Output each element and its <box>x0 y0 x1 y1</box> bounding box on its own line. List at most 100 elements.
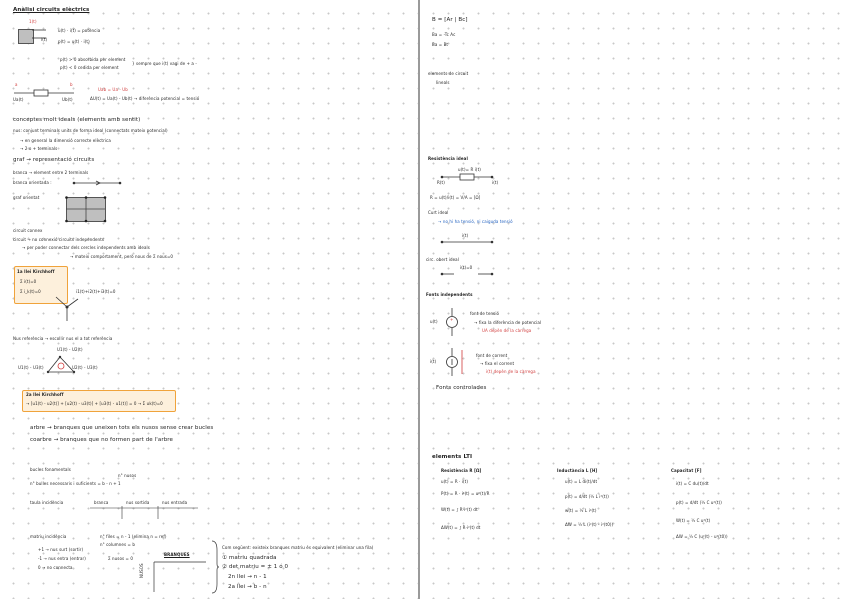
col1-row-3: W(t) = ∫ R·i²(t) dt <box>441 507 478 512</box>
kcl-eq-2: Σ i_k(t)=0 <box>20 289 41 294</box>
power-brace: } sempre que i(t) vagi de + a - <box>132 61 197 66</box>
resistor-sketch <box>14 89 74 97</box>
resist-eq-2: R = u(t)/i(t) = V/A = [Ω] <box>430 195 481 200</box>
right-note-1: Com següent: existeix branques matriu és… <box>222 545 374 550</box>
graph-grid-lines <box>65 196 107 223</box>
obert-label: i(t)=0 <box>460 265 473 270</box>
fonts-title: Fonts independents <box>426 292 473 297</box>
kcl-title: 1a llei Kirchhoff <box>17 269 55 274</box>
right-note-2: ① matriu quadrada <box>222 555 277 561</box>
col3-row-4: ΔW = ½ C (u²(t) - u²(t0)) <box>676 534 728 539</box>
nusos-sum: Σ nusos = 0 <box>108 556 134 561</box>
kvl-box <box>22 390 176 412</box>
font-corrent-1: font de corrent <box>476 353 508 358</box>
kvl-title: 2a llei Kirchhoff <box>26 392 64 397</box>
elements-title: elements de circuit <box>428 71 469 76</box>
uab-eq: Uab = Ua - Ub <box>98 87 128 92</box>
font-tensio-2: → fixa la diferència de potencial <box>474 320 542 325</box>
right-note-5: 2a llei → b - n <box>228 584 267 590</box>
ut-label: u(t) <box>430 319 438 324</box>
mesh-label-top: U1(t) - U2(t) <box>57 347 83 352</box>
coarbre-line: coarbre → branques que no formen part de… <box>30 437 174 443</box>
current-source-symbol <box>446 348 463 376</box>
bucles-line: n° bulles necessaris i suficients = b - … <box>30 481 121 486</box>
col3-title: Capacitat [F] <box>671 468 702 473</box>
resist-title: Resistència ideal <box>428 156 468 161</box>
power-line-4: p(t) < 0 cedida per element <box>60 65 119 70</box>
col2-row-3: w(t) = ½ L i²(t) <box>565 508 597 513</box>
right-note-4: 2n llei → n - 1 <box>228 574 267 580</box>
ub-label: Ub(t) <box>62 97 73 102</box>
voltage-source-symbol: + <box>446 308 458 336</box>
matrix-axes <box>153 561 206 592</box>
font-corrent-3: i(t) depèn de la càrrega <box>486 369 536 374</box>
incidence-table-lines <box>90 506 198 519</box>
col2-row-2: p(t) = d/dt (½ L i²(t)) <box>565 494 609 499</box>
component-leads <box>32 29 46 39</box>
taula-col-branca: branca <box>94 500 109 505</box>
concepts-line: conceptes molt ideals (elements amb sent… <box>13 117 141 123</box>
branques-header: BRANQUES <box>164 552 190 557</box>
matriu-cols: n° columnes = b <box>100 542 136 547</box>
connex-line-2: → per poder connectar dels cercles indep… <box>22 245 150 250</box>
curt-title: Curt ideal <box>428 210 449 215</box>
elements-sub: lineals <box>436 80 450 85</box>
page-divider <box>418 0 420 599</box>
curt-note: → no hi ha tensió, ni caiguda tensió <box>438 219 513 224</box>
branca-orient-line: branca orientada : <box>13 180 52 185</box>
kvl-eq: → [u1(t) - u2(t)] + [u2(t) - u3(t)] + [u… <box>26 401 163 406</box>
svg-text:+: + <box>450 317 453 322</box>
nus-line-2: → en general la dimensió correcte elèctr… <box>20 138 111 143</box>
fonts-controlades: Fonts controlades <box>436 385 487 391</box>
curt-label: i(t) <box>462 233 469 238</box>
connex-line-3: → mateix comportament, però nous de Σ no… <box>70 254 174 259</box>
graf-orientat-label: graf orientat <box>13 195 40 200</box>
elements-lti-title: elements LTI <box>432 454 473 460</box>
matriu-rows: n° files = n - 1 (elimina n = ref) <box>100 534 167 539</box>
right-note-3: ② det matriu = ± 1 ó 0 <box>222 564 289 570</box>
power-line-2: p(t) = u(t) · i(t) <box>58 39 90 44</box>
big-brace <box>211 540 220 594</box>
col1-row-4: ΔW(t) = ∫ R·i²(t) dt <box>441 525 481 530</box>
mesh-sketch <box>46 355 76 374</box>
arbre-line: arbre → branques que uneixen tots els nu… <box>30 425 214 431</box>
matriu-item-2: -1 → nus entra (entrar) <box>38 556 86 561</box>
connex-title: circuit connex <box>13 228 43 233</box>
bucles-note: n° nusos <box>118 473 137 478</box>
power-line-3: p(t) > 0 absorbida per element <box>60 57 126 62</box>
font-corrent-2: → fixa el corrent <box>480 361 515 366</box>
short-circuit-symbol <box>440 240 494 244</box>
comp-label-1: 1(t) <box>29 19 37 24</box>
ba-eq-2: Ba = Bt <box>432 42 449 47</box>
resistor-symbol <box>440 173 494 181</box>
matriu-label: matriu incidència <box>30 534 67 539</box>
oriented-branch-arrow <box>72 180 122 186</box>
nusos-vertical: NUSOS <box>139 563 144 578</box>
taula-col-sortida: nus sortida <box>126 500 150 505</box>
taula-label: taula incidència <box>30 500 64 505</box>
node-a: a <box>15 82 18 87</box>
connex-line-1: circuit → no connexió circuits independe… <box>13 237 105 242</box>
ba-eq-1: Ba = -Tc Aс <box>432 32 456 37</box>
col1-row-2: P(t) = R · i²(t) = u²(t)/R <box>441 491 490 496</box>
kcl-node-sketch <box>55 296 79 321</box>
col2-row-4: ΔW = ½ L (i²(t) - i²(t0)) <box>565 522 614 527</box>
node-b: b <box>70 82 73 87</box>
b-matrix: B = [Ar | Bc] <box>432 17 468 23</box>
bucles-title: bucles fonamentals <box>30 467 71 472</box>
taula-col-entrada: nus entrada <box>162 500 188 505</box>
nus-line-3: → 2 o + terminals <box>20 146 58 151</box>
it-label: i(t) <box>430 359 437 364</box>
col2-row-1: u(t) = L di(t)/dt <box>565 479 598 484</box>
col1-row-1: u(t) = R · i(t) <box>441 479 469 484</box>
kcl-box <box>14 266 68 304</box>
potential-diff-eq: ΔU(t) = Ua(t) - Ub(t) → diferència poten… <box>90 96 200 101</box>
nus-line-1: nus: conjunt terminals units de forma id… <box>13 128 168 133</box>
resist-label-i: i(t) <box>492 180 499 185</box>
font-tensio-1: font de tensió <box>470 311 500 316</box>
col3-row-3: W(t) = ½ C u²(t) <box>676 518 711 523</box>
matriu-item-3: 0 → no connecta <box>38 565 73 570</box>
mesh-label-right: U2(t) - U3(t) <box>72 365 98 370</box>
font-tensio-3: UA depèn de la càrrega <box>482 328 532 333</box>
power-line-1: u(t) · i(t) = potència <box>58 28 101 33</box>
